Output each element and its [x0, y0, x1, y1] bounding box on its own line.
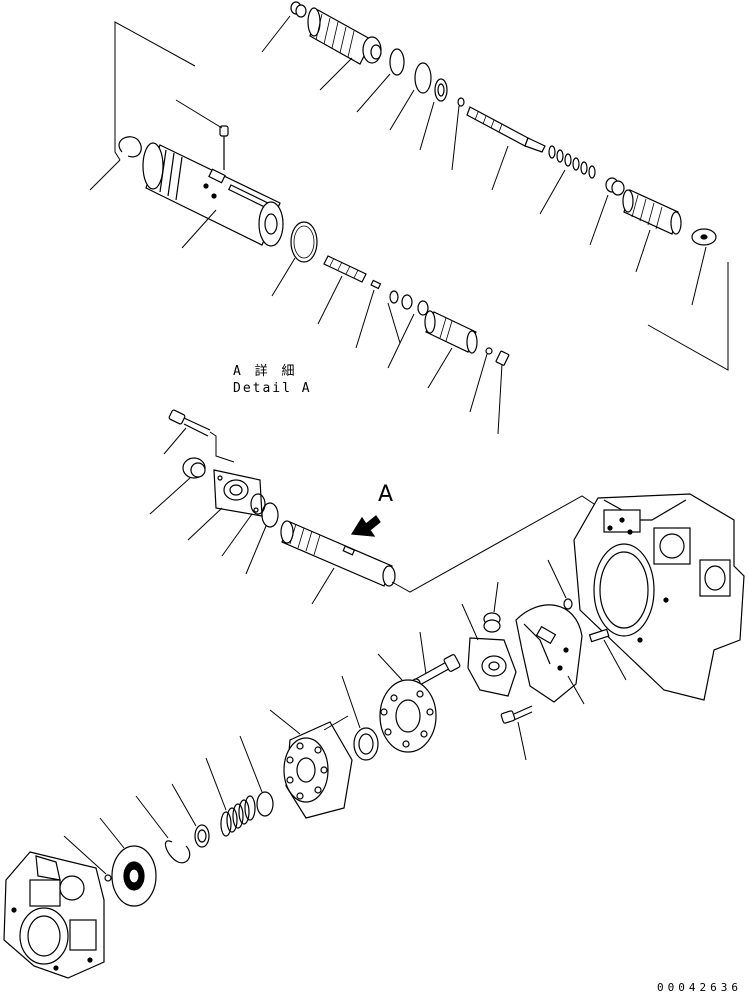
- spool-rod: [466, 106, 546, 153]
- detail-bracket-left: [114, 21, 196, 161]
- plug-sleeve: [424, 310, 478, 354]
- ring-small: [389, 290, 399, 304]
- bolt: [168, 409, 211, 437]
- cylinder-block: [283, 721, 353, 819]
- pin: [104, 874, 112, 882]
- callout-label: A: [378, 482, 394, 507]
- swash-plate: [467, 637, 517, 697]
- ring: [256, 791, 274, 817]
- dowel-pin: [588, 628, 610, 643]
- ball-small: [485, 347, 493, 355]
- set-screw: [219, 125, 229, 170]
- snap-ring: [118, 136, 142, 158]
- valve-plate: [379, 679, 437, 753]
- collar: [182, 457, 206, 479]
- o-ring: [414, 62, 432, 94]
- o-ring-large: [290, 221, 318, 263]
- servo-valve: [280, 520, 396, 587]
- plug: [483, 612, 501, 633]
- shaft-pin: [411, 654, 461, 688]
- piston-grooved: [307, 7, 382, 65]
- o-ring: [250, 493, 266, 515]
- pump-case-left: [3, 851, 105, 979]
- pin: [370, 279, 382, 290]
- callout-arrow: [350, 515, 381, 537]
- o-ring: [261, 502, 279, 528]
- drawing-number: 00042636: [657, 981, 742, 994]
- end-plate: [111, 845, 157, 907]
- ball: [457, 97, 465, 107]
- servo-sleeve: [142, 142, 284, 247]
- bolt-small: [500, 705, 533, 724]
- detail-label-jp: A 詳 細: [233, 364, 298, 379]
- piston-right: [622, 189, 682, 235]
- nut: [605, 177, 625, 196]
- cradle: [515, 604, 583, 703]
- ring-small: [401, 294, 413, 310]
- plug-screw: [495, 350, 510, 366]
- o-ring: [389, 48, 405, 76]
- snap-ring: [164, 840, 191, 864]
- plug-small: [290, 1, 307, 18]
- main-pump-assembly: [3, 409, 745, 979]
- cover-flange: [213, 469, 263, 517]
- detail-label-en: Detail A: [233, 381, 312, 396]
- pin-small: [563, 598, 573, 610]
- spring: [548, 145, 596, 179]
- ring-small: [417, 300, 429, 316]
- pilot-spool: [323, 255, 367, 283]
- spring-main: [220, 795, 256, 837]
- detail-bracket-right: [647, 262, 729, 371]
- detail-a-assembly: [89, 1, 729, 435]
- pump-case-right: [573, 493, 745, 701]
